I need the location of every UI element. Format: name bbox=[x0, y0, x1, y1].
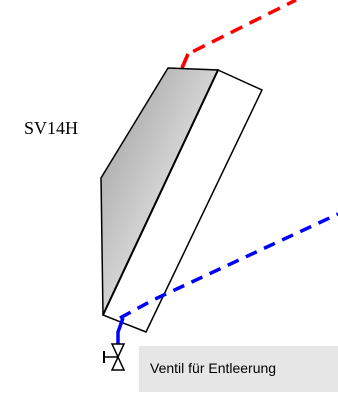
valve-caption: Ventil für Entleerung bbox=[150, 360, 277, 376]
device-body bbox=[100, 67, 264, 333]
device-edge bbox=[102, 69, 219, 316]
supply-pipe-connector bbox=[180, 53, 190, 69]
supply-pipe-line bbox=[180, 0, 297, 69]
drain-valve-icon bbox=[103, 343, 126, 371]
drain-pipe-line bbox=[116, 317, 125, 344]
supply-pipe bbox=[180, 0, 297, 69]
return-pipe bbox=[116, 212, 338, 344]
valve-callout-box bbox=[139, 346, 338, 392]
device-label: SV14H bbox=[24, 118, 79, 138]
